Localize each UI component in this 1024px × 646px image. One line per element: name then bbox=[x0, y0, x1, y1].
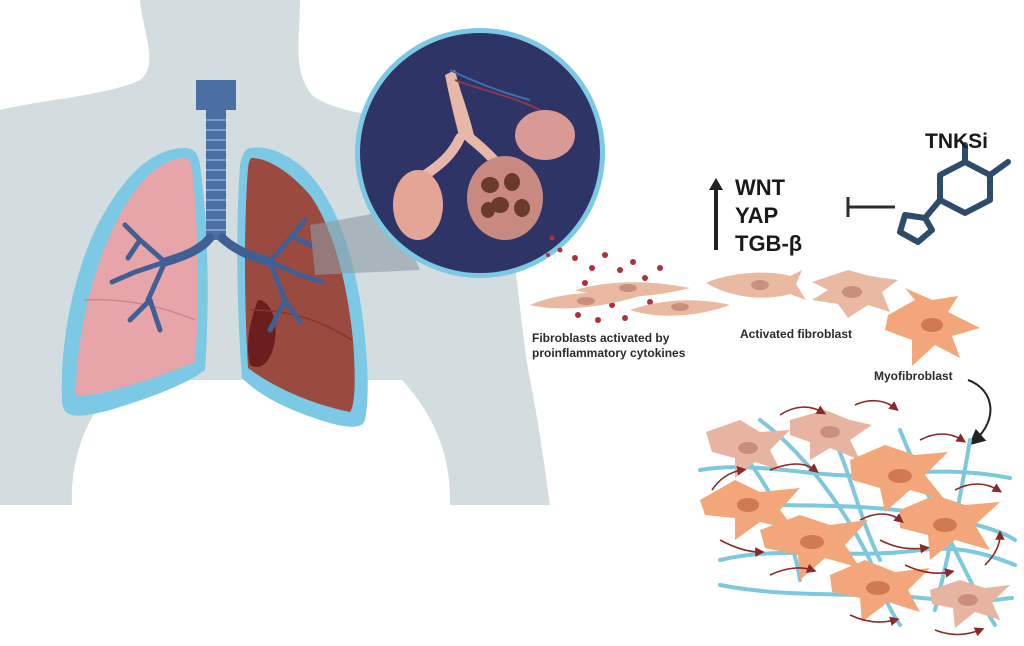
myofibroblast-cluster bbox=[700, 410, 1010, 628]
contraction-arrows bbox=[711, 399, 1005, 637]
pathway-yap: YAP bbox=[735, 203, 779, 228]
pathway-tgb: TGB-β bbox=[735, 231, 803, 256]
zoom-circle bbox=[355, 28, 605, 278]
label-activated-fibroblast: Activated fibroblast bbox=[740, 327, 853, 341]
label-tnksi: TNKSi bbox=[925, 130, 988, 153]
label-myofibroblast: Myofibroblast bbox=[874, 369, 953, 383]
fibroblasts bbox=[530, 282, 730, 316]
left-lung bbox=[76, 158, 198, 396]
curved-arrow bbox=[967, 379, 992, 446]
inhibition-symbol bbox=[846, 197, 895, 217]
tnksi-molecule bbox=[897, 142, 1011, 245]
up-arrow bbox=[709, 178, 723, 250]
label-fibroblasts-activated: Fibroblasts activated by proinflammatory… bbox=[532, 331, 686, 360]
right-lung-shadow bbox=[247, 300, 276, 368]
bronchial-tree bbox=[109, 217, 325, 333]
pathway-wnt: WNT bbox=[735, 175, 786, 200]
trachea bbox=[196, 80, 236, 240]
